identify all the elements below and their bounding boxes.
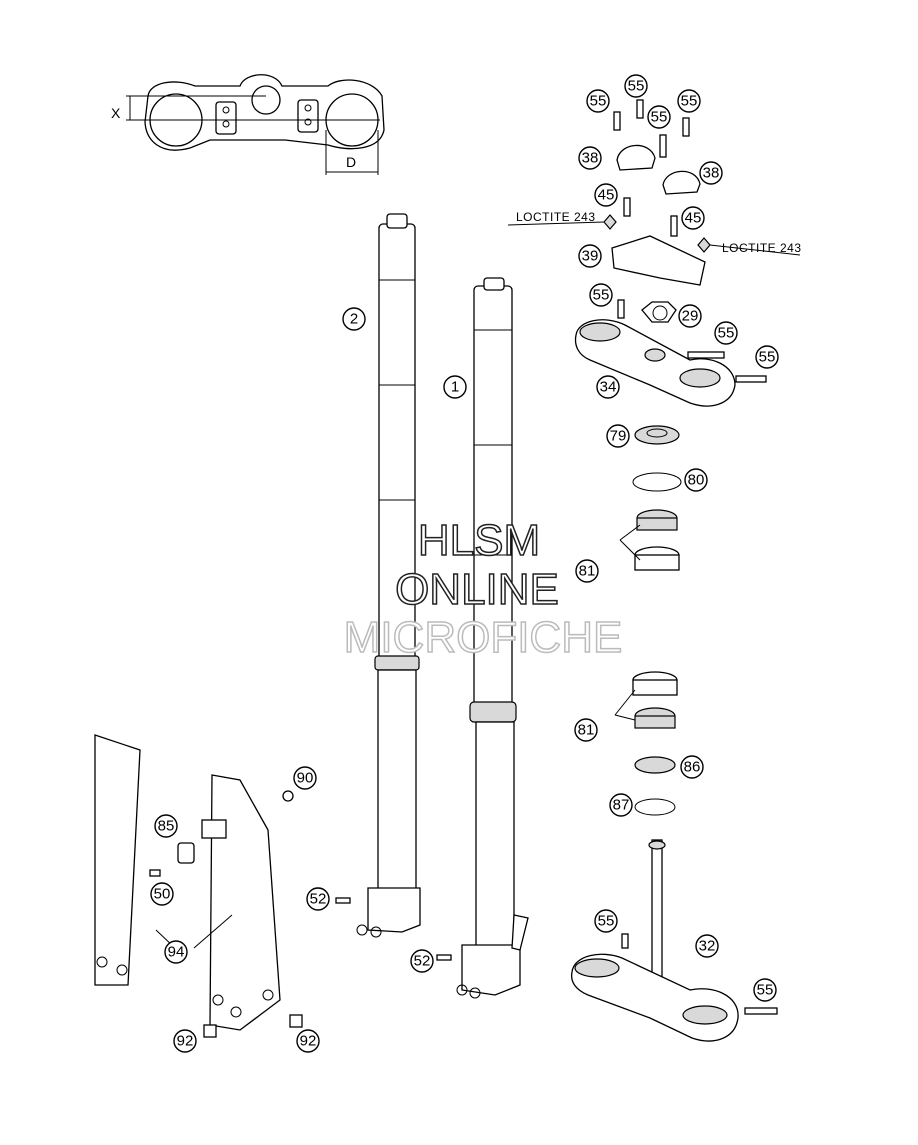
svg-text:94: 94 (168, 944, 185, 961)
callout-34: 34 (596, 375, 620, 399)
dimension-d-label: D (346, 154, 357, 170)
loctite-label-right: LOCTITE 243 (722, 241, 802, 255)
callout-55: 55 (755, 345, 779, 369)
svg-text:80: 80 (688, 472, 705, 489)
svg-text:81: 81 (579, 563, 596, 580)
svg-text:52: 52 (310, 891, 327, 908)
callout-50: 50 (150, 882, 174, 906)
callout-85: 85 (154, 814, 178, 838)
svg-text:39: 39 (582, 248, 599, 265)
callout-52: 52 (306, 887, 330, 911)
svg-text:55: 55 (593, 287, 610, 304)
callout-55: 55 (586, 89, 610, 113)
svg-text:92: 92 (300, 1033, 317, 1050)
callout-92: 92 (173, 1029, 197, 1053)
callout-45: 45 (681, 206, 705, 230)
callout-55: 55 (589, 283, 613, 307)
svg-text:2: 2 (350, 311, 358, 328)
triple-clamp-dimension-sketch: X D (111, 74, 385, 175)
watermark-line-3: MICROFICHE (344, 613, 623, 662)
callout-80: 80 (684, 468, 708, 492)
callout-90: 90 (293, 766, 317, 790)
svg-text:45: 45 (598, 187, 615, 204)
svg-text:55: 55 (757, 982, 774, 999)
callout-32: 32 (695, 934, 719, 958)
svg-text:90: 90 (297, 770, 314, 787)
watermark: HLSM ONLINE MICROFICHE (343, 515, 623, 663)
callout-55: 55 (647, 105, 671, 129)
callout-94: 94 (164, 940, 188, 964)
svg-text:29: 29 (682, 308, 699, 325)
steering-bearing-set (614, 425, 682, 816)
svg-text:55: 55 (628, 78, 645, 95)
svg-text:50: 50 (154, 886, 171, 903)
dimension-x-label: X (111, 105, 121, 121)
handlebar-clamp-assembly: LOCTITE 243 LOCTITE 243 (507, 99, 802, 286)
upper-triple-clamp (574, 299, 767, 407)
callout-52: 52 (410, 949, 434, 973)
svg-text:38: 38 (703, 165, 720, 182)
svg-text:85: 85 (158, 818, 175, 835)
svg-text:55: 55 (681, 93, 698, 110)
callout-2: 2 (342, 307, 366, 331)
callout-39: 39 (578, 244, 602, 268)
svg-text:55: 55 (759, 349, 776, 366)
callout-29: 29 (678, 304, 702, 328)
svg-text:32: 32 (699, 938, 716, 955)
callout-38: 38 (578, 146, 602, 170)
callout-92: 92 (296, 1029, 320, 1053)
callout-79: 79 (606, 424, 630, 448)
svg-text:55: 55 (651, 109, 668, 126)
svg-text:55: 55 (590, 93, 607, 110)
callout-55: 55 (624, 74, 648, 98)
callout-55: 55 (714, 321, 738, 345)
svg-text:92: 92 (177, 1033, 194, 1050)
callout-numbers: 55 55 55 55 38 38 45 45 39 55 29 55 55 3… (150, 74, 779, 1053)
svg-text:86: 86 (684, 759, 701, 776)
callout-45: 45 (594, 183, 618, 207)
svg-text:52: 52 (414, 953, 431, 970)
callout-55: 55 (677, 89, 701, 113)
lower-triple-clamp (570, 839, 778, 1042)
callout-38: 38 (699, 161, 723, 185)
callout-55: 55 (753, 978, 777, 1002)
svg-text:55: 55 (718, 325, 735, 342)
watermark-line-1: HLSM (418, 516, 540, 565)
callout-87: 87 (609, 793, 633, 817)
callout-1: 1 (443, 375, 467, 399)
watermark-line-2: ONLINE (395, 565, 559, 614)
svg-text:81: 81 (578, 722, 595, 739)
callout-81: 81 (574, 718, 598, 742)
callout-81: 81 (575, 559, 599, 583)
svg-text:55: 55 (598, 913, 615, 930)
fork-guards (94, 734, 452, 1038)
svg-text:45: 45 (685, 210, 702, 227)
fork-leg-left (356, 213, 421, 938)
svg-text:1: 1 (451, 379, 459, 396)
svg-text:38: 38 (582, 150, 599, 167)
callout-55: 55 (594, 909, 618, 933)
svg-text:79: 79 (610, 428, 627, 445)
callout-86: 86 (680, 755, 704, 779)
fork-leg-right (456, 277, 529, 999)
svg-text:34: 34 (600, 379, 617, 396)
svg-text:87: 87 (613, 797, 630, 814)
loctite-label-left: LOCTITE 243 (516, 210, 596, 224)
